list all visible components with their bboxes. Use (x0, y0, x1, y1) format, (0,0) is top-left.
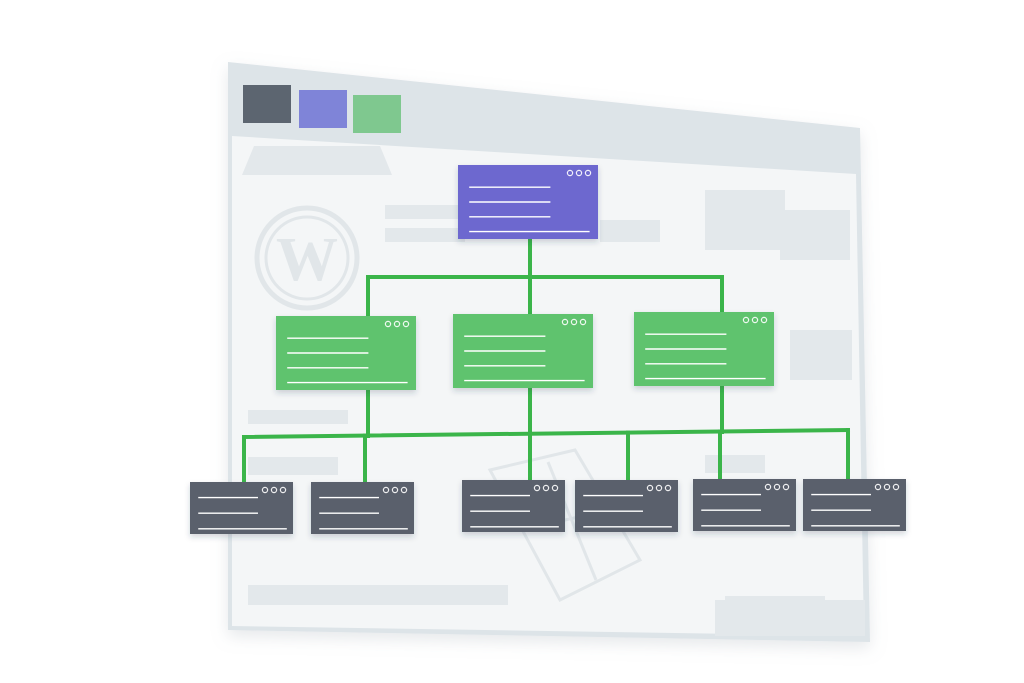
hierarchy-connectors (241, 237, 851, 484)
child-page-node-3 (462, 480, 565, 532)
window-dots-icon (764, 483, 790, 491)
node-card (190, 482, 293, 534)
placeholder-sidebar (790, 330, 852, 380)
section-page-node-2 (453, 314, 593, 388)
child-page-node-5 (693, 479, 796, 531)
section-page-node-3 (634, 312, 774, 386)
placeholder-bar (705, 455, 765, 473)
color-swatch-green (353, 95, 401, 133)
placeholder-bar (600, 220, 660, 242)
child-page-node-2 (311, 482, 414, 534)
window-dots-icon (646, 484, 672, 492)
node-card (311, 482, 414, 534)
node-card (575, 480, 678, 532)
connector-leaf-bus (241, 427, 851, 440)
placeholder-bar (248, 457, 338, 475)
window-dots-icon (533, 484, 559, 492)
placeholder-sidebar (780, 210, 850, 260)
placeholder-sidebar (705, 190, 785, 250)
placeholder-sidebar (715, 600, 865, 636)
window-dots-icon (874, 483, 900, 491)
hierarchy-nodes (190, 165, 906, 534)
child-page-node-1 (190, 482, 293, 534)
window-dots-icon (742, 316, 768, 324)
page-placeholder-blocks (242, 146, 865, 636)
node-card (693, 479, 796, 531)
node-card (462, 480, 565, 532)
child-page-node-6 (803, 479, 906, 531)
svg-text:W: W (276, 226, 338, 294)
section-page-node-1 (276, 316, 416, 390)
root-page-node (458, 165, 598, 239)
placeholder-bar (248, 585, 508, 605)
child-page-node-4 (575, 480, 678, 532)
placeholder-bar (248, 410, 348, 424)
window-dots-icon (384, 320, 410, 328)
wordpress-logo-icon: W (254, 205, 360, 311)
placeholder-tab (242, 146, 392, 175)
window-dots-icon (561, 318, 587, 326)
color-swatch-dark (243, 85, 291, 123)
window-dots-icon (261, 486, 287, 494)
window-dots-icon (566, 169, 592, 177)
color-swatch-purple (299, 90, 347, 128)
window-dots-icon (382, 486, 408, 494)
placeholder-bar (385, 228, 465, 242)
node-card (803, 479, 906, 531)
